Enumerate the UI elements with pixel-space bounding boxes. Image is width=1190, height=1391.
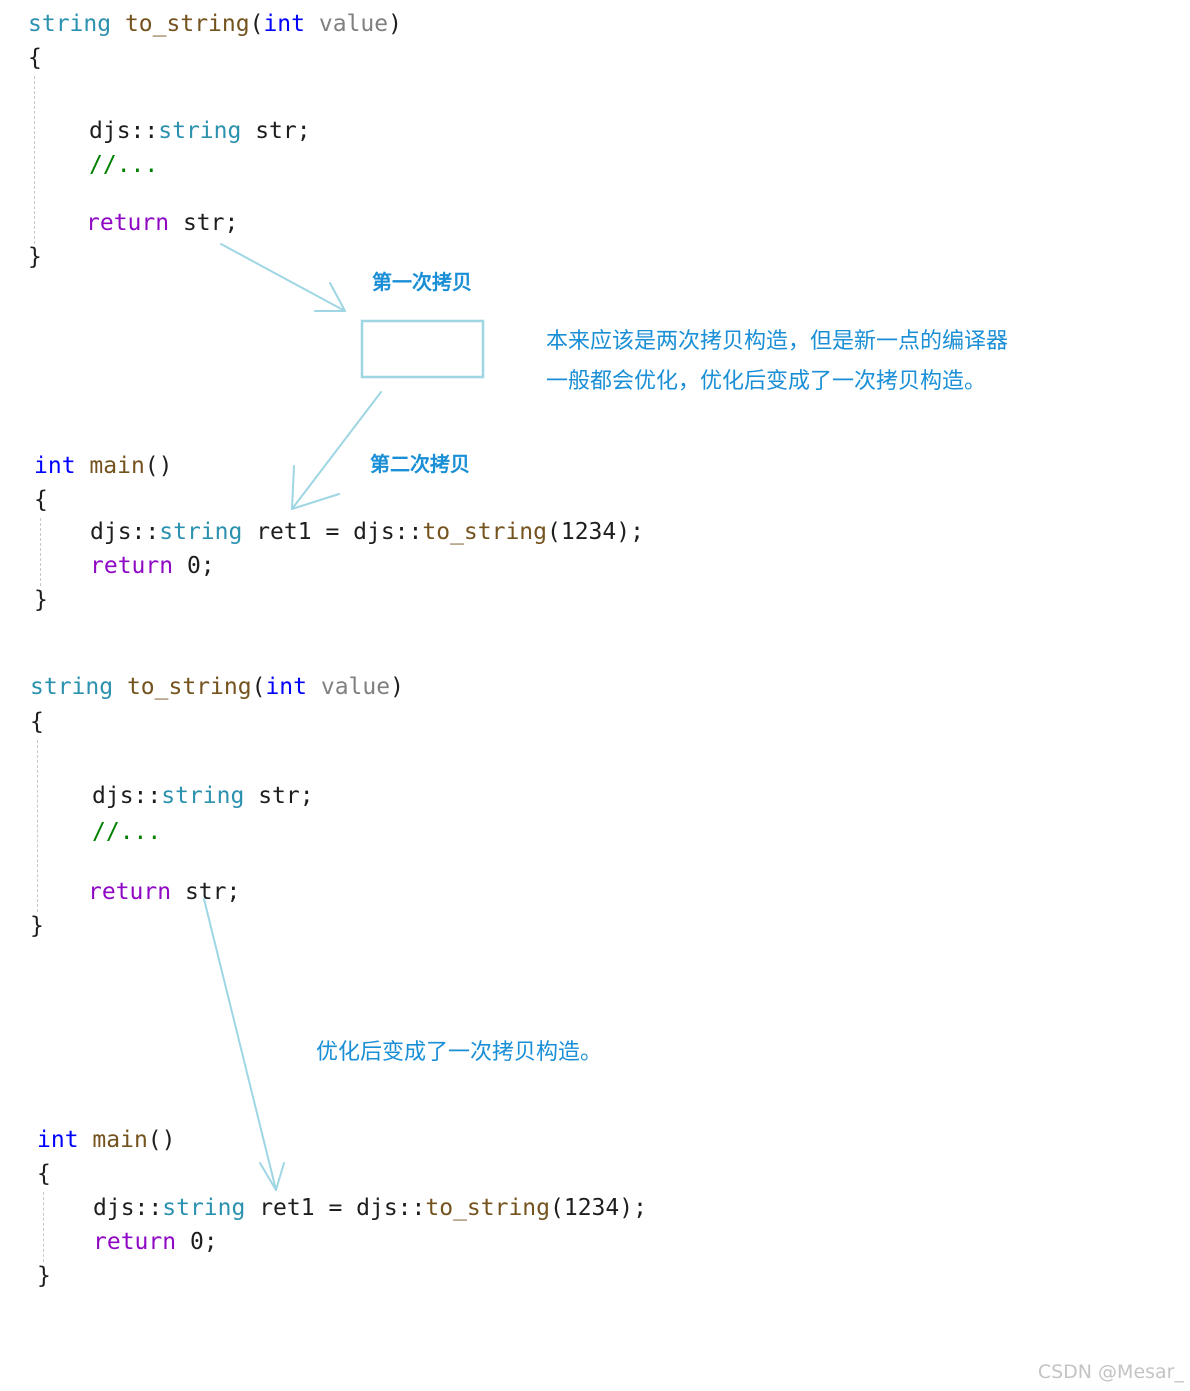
close-brace: } [30,913,44,939]
indent-guide [43,1192,44,1262]
ret1-declaration: djs::string ret1 = djs::to_string(1234); [93,1195,647,1221]
code-comment: //... [89,152,159,178]
main-signature: int main() [37,1127,176,1153]
function-signature: string to_string(int value) [30,674,404,700]
second-copy-arrow [291,391,382,510]
return-statement: return 0; [93,1229,218,1255]
open-brace: { [37,1161,51,1187]
watermark: CSDN @Mesar_ [1037,1361,1184,1383]
explanation-line-1: 本来应该是两次拷贝构造，但是新一点的编译器 [546,329,1009,354]
return-statement: return str; [86,210,239,236]
main-signature: int main() [34,453,173,479]
close-brace: } [37,1263,51,1289]
code-comment: //... [92,819,162,845]
return-statement: return 0; [90,553,215,579]
indent-guide [34,76,35,244]
first-copy-label: 第一次拷贝 [372,270,472,294]
second-copy-label: 第二次拷贝 [370,452,470,476]
ret1-declaration: djs::string ret1 = djs::to_string(1234); [90,519,644,545]
string-declaration: djs::string str; [92,783,314,809]
first-copy-arrow [220,243,346,312]
explanation-line-2: 一般都会优化，优化后变成了一次拷贝构造。 [546,369,987,394]
optimized-note: 优化后变成了一次拷贝构造。 [316,1040,603,1065]
function-signature: string to_string(int value) [28,11,402,37]
indent-guide [37,740,38,912]
temporary-object-box [360,319,485,379]
open-brace: { [28,45,42,71]
return-statement: return str; [88,879,241,905]
optimized-copy-arrow [203,898,285,1191]
open-brace: { [34,487,48,513]
close-brace: } [34,587,48,613]
string-declaration: djs::string str; [89,118,311,144]
close-brace: } [28,244,42,270]
indent-guide [40,518,41,586]
open-brace: { [30,709,44,735]
